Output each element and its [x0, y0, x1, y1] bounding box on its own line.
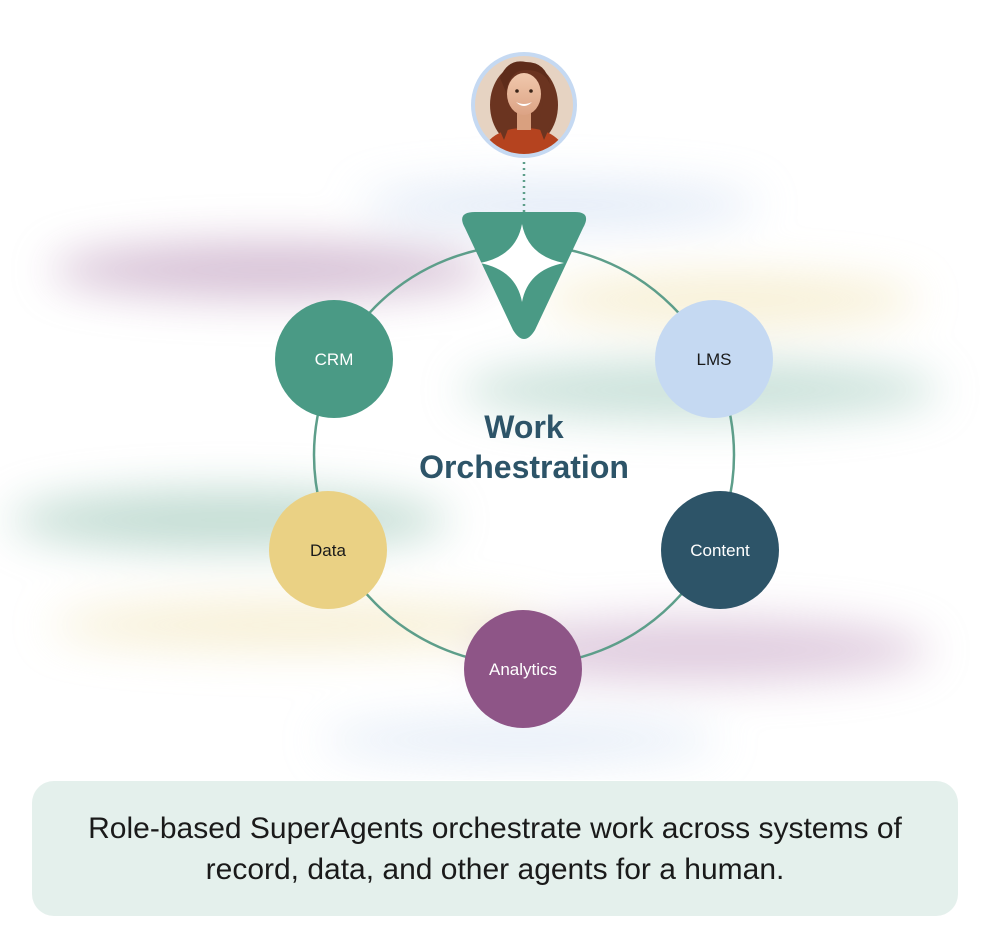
- node-lms-label: LMS: [697, 350, 732, 369]
- node-crm-label: CRM: [315, 350, 354, 369]
- node-data: Data: [269, 491, 387, 609]
- hub-triangle: [462, 212, 587, 339]
- sparkle-star-icon: [480, 224, 564, 302]
- node-content-circle: [661, 491, 779, 609]
- human-avatar: [471, 52, 577, 158]
- node-data-label: Data: [310, 541, 346, 560]
- node-lms-circle: [655, 300, 773, 418]
- node-analytics-circle: [464, 610, 582, 728]
- node-content-label: Content: [690, 541, 750, 560]
- node-crm: CRM: [275, 300, 393, 418]
- center-title-line2: Orchestration: [419, 449, 629, 485]
- node-analytics-label: Analytics: [489, 660, 557, 679]
- node-data-circle: [269, 491, 387, 609]
- center-title-line1: Work: [484, 409, 564, 445]
- node-crm-circle: [275, 300, 393, 418]
- caption-text: Role-based SuperAgents orchestrate work …: [88, 811, 902, 886]
- node-content: Content: [661, 491, 779, 609]
- node-lms: LMS: [655, 300, 773, 418]
- node-analytics: Analytics: [464, 610, 582, 728]
- caption-box: Role-based SuperAgents orchestrate work …: [32, 781, 958, 916]
